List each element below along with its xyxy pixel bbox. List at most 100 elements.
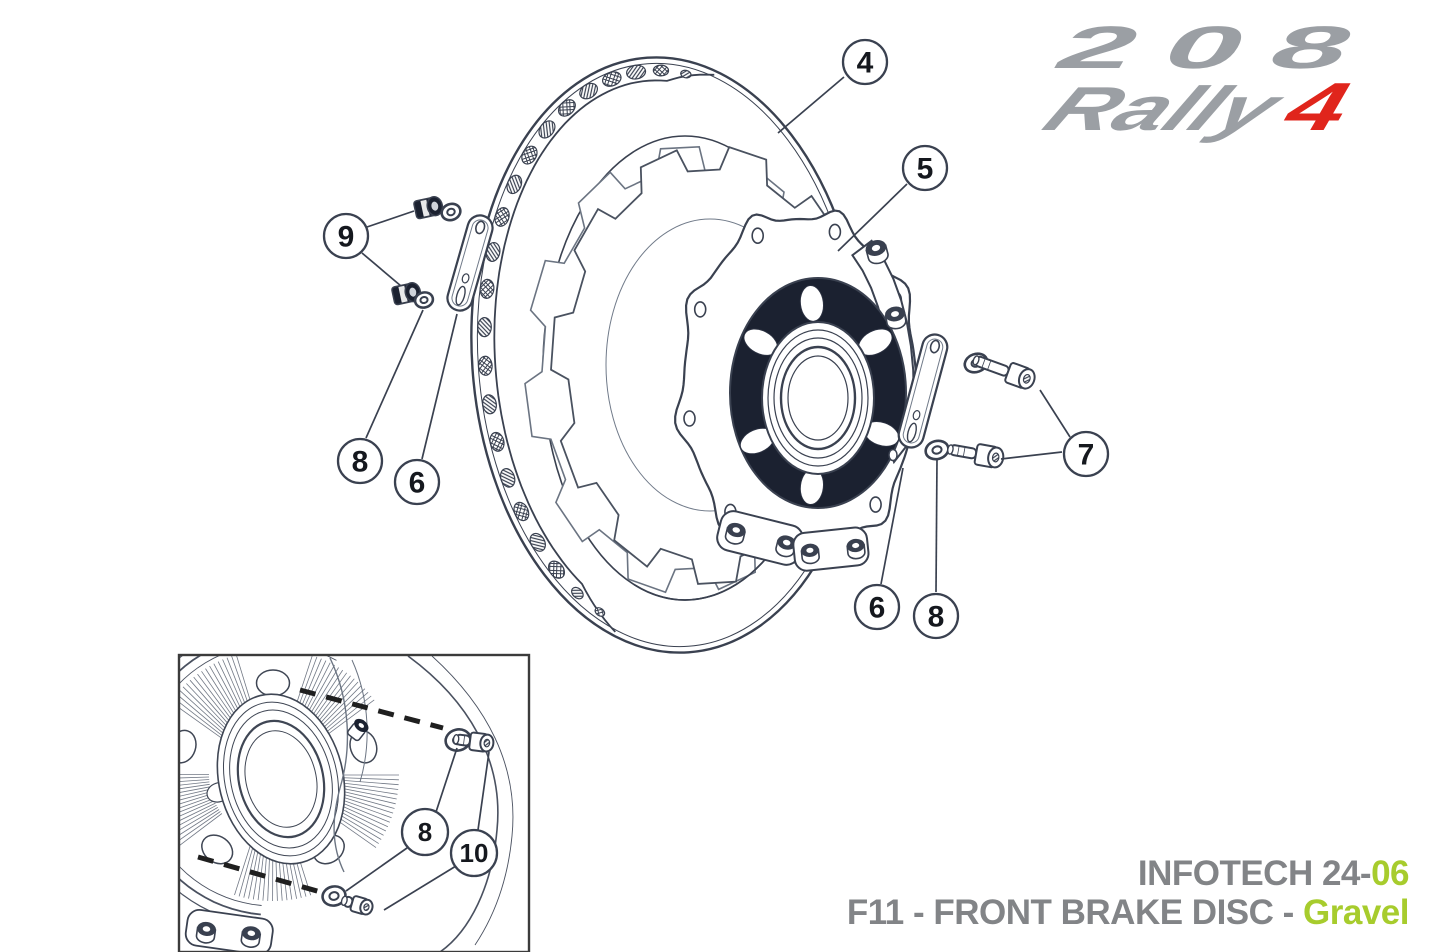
leader-line	[1000, 451, 1063, 460]
logo-model-text: 208	[1042, 14, 1401, 81]
bell-claw	[184, 909, 274, 952]
spacer-bush	[800, 543, 820, 565]
flanged-nut	[413, 195, 444, 220]
bell-hole	[683, 410, 696, 427]
callout-number: 8	[418, 817, 432, 847]
spacer-bush	[884, 306, 907, 330]
callout-8: 8	[345, 747, 458, 892]
callout-circle	[322, 212, 370, 260]
vane-cell	[579, 82, 598, 100]
callout-5: 5	[837, 144, 949, 252]
vane-cell	[557, 99, 576, 117]
main-assembly-drawing: 4 5 9 8 6 7 6 8	[322, 38, 1110, 654]
leader-line	[777, 76, 845, 134]
callout-6: 6	[853, 467, 904, 631]
leader-line	[435, 747, 458, 813]
vane-cell	[513, 501, 530, 522]
callout-number: 4	[857, 47, 874, 80]
leader-line	[1039, 389, 1071, 438]
washer	[321, 885, 347, 907]
callout-number: 6	[409, 467, 426, 500]
vane-cell	[479, 278, 495, 299]
socket-head-bolt	[972, 355, 1036, 390]
spacer-bush	[195, 921, 217, 944]
leader-line	[935, 458, 938, 593]
callout-6: 6	[393, 313, 458, 506]
washer	[440, 202, 462, 222]
anti-rotation-strap	[446, 214, 494, 312]
leader-line	[837, 183, 908, 252]
leader-line	[477, 751, 490, 831]
part-title: F11 - FRONT BRAKE DISC -	[846, 893, 1304, 932]
bell-hole	[869, 496, 882, 513]
bell-hole	[693, 301, 707, 318]
callout-circle	[853, 583, 901, 631]
part-variant: Gravel	[1303, 893, 1409, 932]
leader-line	[345, 847, 408, 892]
vane-cell	[477, 355, 493, 376]
bell-edge	[329, 657, 349, 873]
callout-7: 7	[1000, 389, 1110, 478]
washer	[924, 439, 950, 461]
part-title-line: F11 - FRONT BRAKE DISC - Gravel	[846, 893, 1410, 932]
vane-cell	[499, 468, 516, 488]
callout-circle	[1062, 430, 1110, 478]
socket-head-bolt	[452, 731, 495, 753]
callout-10: 10	[383, 751, 499, 911]
hub-bore	[779, 345, 857, 451]
callout-number: 9	[338, 221, 355, 254]
spacer-bush	[240, 926, 262, 948]
vane-cell	[477, 317, 492, 338]
callout-4: 4	[777, 38, 889, 134]
vane-cell	[602, 71, 622, 87]
vane-cell	[571, 586, 584, 600]
callout-8: 8	[912, 458, 960, 640]
logo-series-text: Rally4	[1031, 69, 1368, 145]
socket-head-bolt	[340, 895, 374, 916]
vane-cell	[482, 394, 497, 415]
infotech-label: INFOTECH 24-	[1137, 854, 1372, 893]
hub-dark-ring	[730, 278, 906, 508]
vane-cell	[680, 69, 692, 79]
washer	[413, 291, 435, 309]
bell-claw	[716, 510, 804, 566]
callout-number: 10	[460, 838, 489, 868]
socket-head-bolt	[947, 443, 1005, 469]
callout-circle	[901, 144, 949, 192]
vane-cell	[538, 120, 556, 139]
disc-edge	[407, 656, 499, 952]
spacer-bush	[724, 522, 746, 545]
wheel-hub-bore	[216, 693, 346, 865]
vane-cell	[489, 431, 505, 452]
callout-circle	[336, 437, 384, 485]
anti-rotation-strap	[897, 333, 949, 449]
callout-circle	[449, 828, 499, 878]
callout-circle	[841, 38, 889, 86]
callout-number: 8	[352, 446, 369, 479]
callout-circle	[393, 458, 441, 506]
detail-inset-box	[177, 653, 531, 952]
callout-number: 8	[928, 601, 945, 634]
callout-9: 9	[322, 210, 415, 287]
hub-bolt	[347, 718, 369, 742]
vane-cell	[547, 560, 566, 579]
centerline-dashed	[299, 687, 444, 731]
spacer-bush	[865, 240, 889, 265]
leader-line	[383, 865, 457, 911]
wheel-window	[255, 669, 291, 697]
spacer-bush	[846, 538, 866, 560]
leader-line	[880, 467, 904, 585]
detail-inset: 8 10	[177, 653, 531, 952]
infotech-line: INFOTECH 24-06	[847, 854, 1410, 893]
leader-line	[421, 313, 458, 460]
vane-cell	[521, 145, 538, 165]
callout-number: 6	[869, 592, 886, 625]
bell-hole	[751, 227, 765, 244]
vane-cell	[594, 607, 606, 617]
bell-hole	[828, 223, 842, 241]
leader-line	[365, 309, 424, 439]
vane-cell	[626, 64, 647, 80]
vane-cell	[652, 64, 670, 77]
infotech-number: 06	[1371, 854, 1409, 893]
